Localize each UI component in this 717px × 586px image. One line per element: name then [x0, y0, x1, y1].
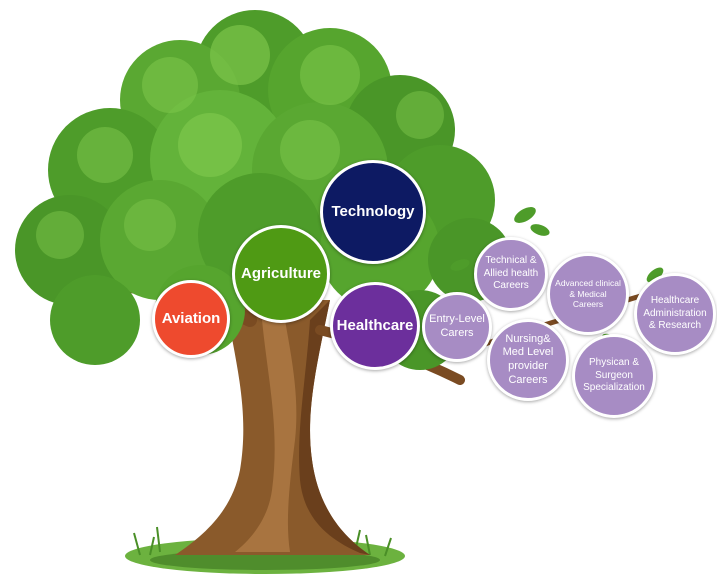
healthcare-admin-label: Healthcare Administration & Research: [643, 295, 707, 332]
entry-level-label: Entry-Level Carers: [429, 313, 485, 339]
healthcare-node: Healthcare: [330, 282, 420, 370]
advanced-clinical-node: Advanced clinical & Medical Careers: [547, 253, 629, 335]
healthcare-label: Healthcare: [336, 316, 414, 334]
technology-label: Technology: [331, 202, 415, 220]
physician-surgeon-node: Physican & Surgeon Specialization: [572, 334, 656, 418]
healthcare-admin-node: Healthcare Administration & Research: [634, 273, 716, 355]
technology-node: Technology: [320, 160, 426, 264]
trunk-highlight: [235, 320, 297, 552]
agriculture-label: Agriculture: [240, 264, 321, 282]
aviation-label: Aviation: [161, 309, 221, 327]
technical-allied-label: Technical & Allied health Careers: [483, 255, 539, 292]
tree-trunk: [175, 300, 370, 555]
nursing-med-node: Nursing& Med Level provider Careers: [487, 319, 569, 401]
agriculture-node: Agriculture: [232, 225, 330, 323]
advanced-clinical-label: Advanced clinical & Medical Careers: [555, 278, 621, 310]
trunk-shade: [299, 300, 370, 555]
aviation-node: Aviation: [152, 280, 230, 358]
physician-surgeon-label: Physican & Surgeon Specialization: [583, 357, 645, 394]
technical-allied-node: Technical & Allied health Careers: [474, 237, 548, 311]
entry-level-node: Entry-Level Carers: [422, 292, 492, 362]
nursing-med-label: Nursing& Med Level provider Careers: [502, 332, 554, 386]
